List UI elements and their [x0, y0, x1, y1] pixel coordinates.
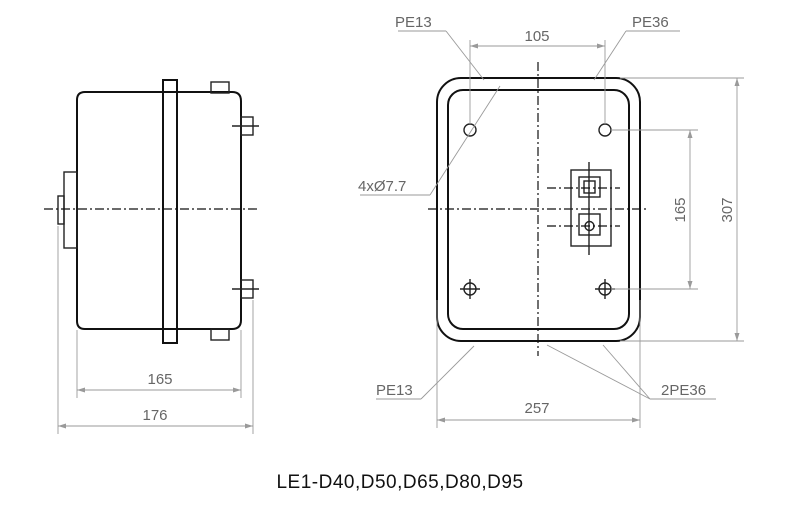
dim-307-front — [620, 77, 744, 342]
label-2pe36-bottom: 2PE36 — [661, 382, 706, 399]
dim-257-front — [436, 300, 641, 428]
mounting-hole-bottom-left — [460, 279, 480, 299]
side-top-lug — [210, 81, 230, 94]
side-view — [44, 79, 259, 434]
side-screw-top — [232, 116, 259, 136]
leader-pe36-top — [593, 30, 680, 81]
dim-307-label: 307 — [719, 197, 736, 222]
drawing-title: LE1-D40,D50,D65,D80,D95 — [276, 472, 523, 493]
side-housing — [76, 91, 242, 330]
push-button-block — [547, 162, 620, 255]
dim-165-front-label: 165 — [672, 197, 689, 222]
label-pe13-top: PE13 — [395, 14, 432, 31]
dim-176-side-label: 176 — [142, 407, 167, 424]
dim-105-label: 105 — [524, 28, 549, 45]
dim-165-side — [76, 330, 242, 398]
side-left-knob — [57, 195, 65, 225]
dim-165-front — [611, 129, 698, 290]
label-4x-holes: 4xØ7.7 — [358, 178, 406, 195]
front-view — [360, 30, 744, 428]
dim-176-side — [57, 226, 254, 434]
side-screw-bottom — [232, 279, 259, 299]
dim-105-front — [469, 40, 606, 124]
label-pe13-bottom: PE13 — [376, 382, 413, 399]
dim-165-side-label: 165 — [147, 371, 172, 388]
side-bottom-lug — [210, 328, 230, 341]
mounting-hole-top-right — [598, 123, 612, 137]
leader-2pe36-bottom — [546, 344, 716, 400]
label-pe36-top: PE36 — [632, 14, 669, 31]
leader-pe13-bottom — [376, 345, 475, 400]
leader-pe13-top — [398, 30, 485, 81]
leader-4x-holes — [360, 85, 501, 196]
side-strap — [162, 79, 178, 344]
side-left-boss — [63, 171, 78, 249]
dim-257-label: 257 — [524, 400, 549, 417]
